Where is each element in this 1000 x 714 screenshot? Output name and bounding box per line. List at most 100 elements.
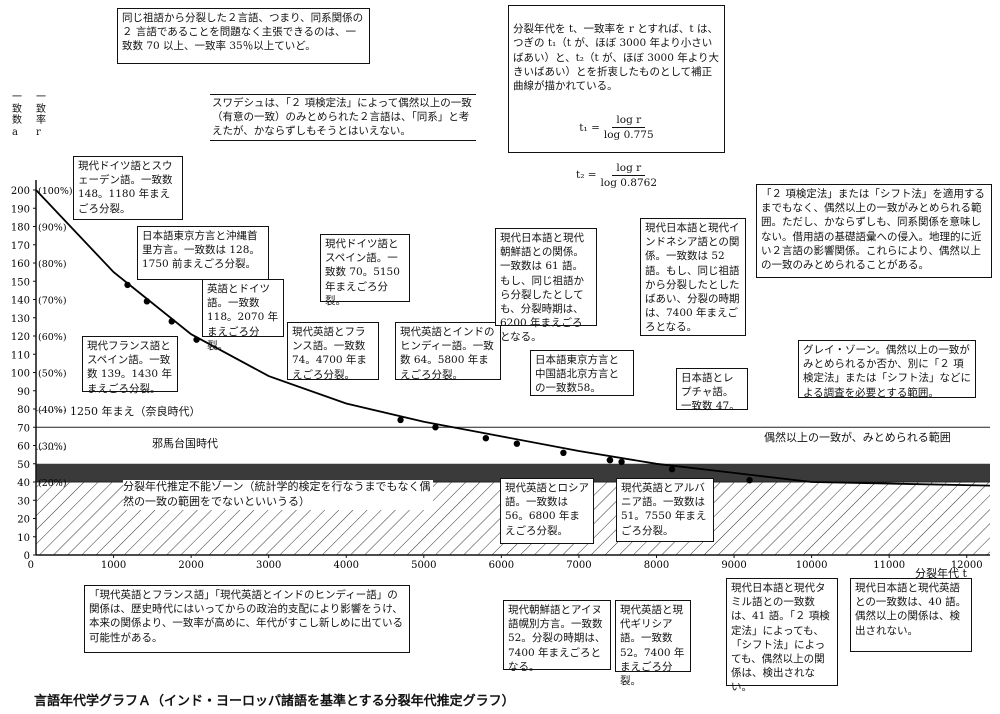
- r-tick-label: (60%): [38, 332, 67, 343]
- r-tick-label: (20%): [38, 478, 67, 489]
- note-french-spanish: 現代フランス語とスペイン語。一致数 139。1430 年まえごろ分裂。: [82, 336, 178, 395]
- y-tick-label: 80: [17, 405, 30, 416]
- r-tick-label: (70%): [38, 296, 67, 307]
- note-jp-indonesian: 現代日本語と現代インドネシア語との関係。一致数は 52 語。もし、同じ祖語から分…: [640, 218, 746, 336]
- data-point: [482, 435, 490, 442]
- x-tick-label: 7000: [566, 560, 591, 571]
- r-tick-label: (80%): [38, 259, 67, 270]
- note-tokyo-okinawa: 日本語東京方言と沖縄首里方言。一致数は 128。1750 前まえごろ分裂。: [137, 226, 269, 280]
- y-tick-label: 100: [11, 369, 30, 380]
- note-korean-ainu: 現代朝鮮語とアイヌ語幌別方言。一致数 52。分裂の時期は、7400 年まえごろと…: [503, 600, 611, 673]
- x-tick-label: 1000: [101, 560, 126, 571]
- gray-zone-band: [36, 463, 990, 482]
- formula-t1-num: log r: [612, 113, 646, 129]
- data-point: [397, 416, 404, 424]
- data-point: [124, 281, 131, 289]
- label-nara: 1250 年まえ（奈良時代）: [70, 405, 201, 418]
- y-tick-label: 120: [11, 332, 30, 343]
- data-point: [432, 424, 439, 431]
- x-tick-label: 3000: [256, 560, 281, 571]
- note-english-russian: 現代英語とロシア語。一致数は 56。6800 年まえごろ分裂。: [500, 478, 594, 544]
- y-tick-label: 110: [11, 350, 30, 361]
- note-jp-korean: 現代日本語と現代朝鮮語との関係。一致数は 61 語。もし、同じ祖語から分裂したと…: [495, 228, 597, 343]
- r-tick-label: (50%): [38, 369, 67, 380]
- note-jp-english: 現代日本語と現代英語との一致数は、40 語。偶然以上の関係は、検出されない。: [850, 578, 972, 652]
- correction-curve: [35, 189, 991, 487]
- note-swadesh: スワデシュは、「２ 項検定法」によって偶然以上の一致（有意の一致）のみとめられた…: [210, 94, 476, 141]
- y-tick-label: 190: [11, 204, 30, 215]
- note-top-left: 同じ祖語から分裂した２言語、つまり、同系関係の ２ 言語であることを問題なく主張…: [117, 8, 370, 64]
- y-tick-label: 200: [11, 186, 30, 197]
- note-jp-tamil: 現代日本語と現代タミル語との一致数は、41 語。「２ 項検定法」によっても、「シ…: [726, 578, 838, 693]
- r-tick-label: (90%): [38, 223, 67, 234]
- formula-t1: t₁ = log r log 0.775: [513, 113, 720, 142]
- note-english-greek: 現代英語と現代ギリシア語。一致数 52。7400 年まえごろ分裂。: [615, 600, 691, 687]
- y-tick-label: 40: [17, 478, 30, 489]
- x-tick-label: 8000: [644, 560, 669, 571]
- x-tick-label: 11000: [873, 560, 905, 571]
- note-english-german: 英語とドイツ語。一致数 118。2070 年まえごろ分裂。: [202, 279, 284, 352]
- y-tick-label: 20: [17, 515, 30, 526]
- x-tick-label: 2000: [178, 560, 203, 571]
- note-english-albanian: 現代英語とアルバニア語。一致数は 51。7550 年まえごろ分裂。: [616, 478, 714, 542]
- y-tick-label: 30: [17, 496, 30, 507]
- x-tick-label: 4000: [334, 560, 359, 571]
- note-english-hindi: 現代英語とインドのヒンディー語。一致数 64。5800 年まえごろ分裂。: [395, 322, 501, 381]
- data-point: [746, 476, 753, 484]
- label-impossible-zone: 分裂年代推定不能ゾーン（統計学的検定を行なうまでもなく偶然の一致の範囲をでないと…: [123, 480, 433, 510]
- data-point: [618, 458, 625, 466]
- y-tick-label: 90: [17, 387, 30, 398]
- y-tick-label: 60: [17, 442, 30, 453]
- data-point: [560, 449, 567, 456]
- r-tick-label: (40%): [38, 405, 67, 416]
- y-tick-label: 180: [11, 223, 30, 234]
- label-yamatai: 邪馬台国時代: [152, 437, 218, 450]
- data-point: [668, 466, 676, 473]
- formula-t1-lhs: t₁ =: [579, 121, 600, 134]
- note-german-spanish: 現代ドイツ語とスペイン語。一致数 70。5150 年まえごろ分裂。: [320, 234, 410, 307]
- note-tokyo-beijing: 日本語東京方言と中国語北京方言との一致数58。: [530, 350, 634, 396]
- note-bottom-left: 「現代英語とフランス語」「現代英語とインドのヒンディー語」の関係は、歴史時代には…: [84, 585, 410, 653]
- formula-t2-lhs: t₂ =: [575, 169, 597, 182]
- x-axis-title: 分裂年代 t: [915, 567, 967, 580]
- note-jp-lepcha: 日本語とレプチャ語。一致数 47。: [676, 368, 748, 412]
- y-tick-label: 140: [11, 296, 30, 307]
- x-tick-label: 5000: [411, 560, 436, 571]
- y-tick-label: 0: [24, 551, 30, 562]
- y-tick-label: 130: [11, 314, 30, 325]
- note-gray-zone: グレイ・ゾーン。偶然以上の一致がみとめられるか否か、別に「２ 項検定法」または「…: [798, 340, 976, 399]
- x-tick-label: 12000: [951, 560, 983, 571]
- formula-t2: t₂ = log r log 0.8762: [513, 161, 720, 190]
- y-tick-label: 70: [17, 423, 30, 434]
- data-point: [193, 336, 200, 343]
- r-tick-label: (100%): [38, 186, 73, 197]
- y-tick-label: 160: [11, 259, 30, 270]
- chart-caption: 言語年代学グラフＡ（インド・ヨーロッパ諸語を基準とする分裂年代推定グラフ）: [34, 694, 515, 709]
- y-axis-title-left: 一致数 a: [12, 92, 22, 138]
- data-point: [606, 456, 614, 464]
- x-tick-label: 10000: [796, 560, 828, 571]
- formula-t1-den: log 0.775: [603, 129, 654, 142]
- r-tick-label: (30%): [38, 442, 67, 453]
- x-tick-label: 6000: [489, 560, 514, 571]
- y-tick-label: 50: [17, 460, 30, 471]
- y-axis-title-right: 一致率 r: [36, 92, 46, 138]
- label-zone-above: 偶然以上の一致が、みとめられる範囲: [764, 431, 951, 446]
- x-tick-label: 9000: [721, 560, 746, 571]
- data-point: [513, 440, 521, 447]
- note-top-right-text: 分裂年代を t、一致率を r とすれば、t は、つぎの t₁（t が、ほぼ 30…: [513, 23, 720, 92]
- formula-t1-fraction: log r log 0.775: [604, 113, 654, 142]
- note-english-french: 現代英語とフランス語。一致数 74。4700 年まえごろ分裂。: [287, 322, 379, 381]
- note-two-test: 「２ 項検定法」または「シフト法」を適用するまでもなく、偶然以上の一致がみとめら…: [756, 184, 992, 278]
- note-german-swedish: 現代ドイツ語とスウェーデン語。一致数 148。1180 年まえごろ分裂。: [73, 156, 183, 220]
- formula-t2-den: log 0.8762: [600, 176, 658, 189]
- formula-t2-num: log r: [612, 161, 646, 176]
- data-point: [143, 298, 151, 305]
- x-origin-label: 0: [28, 560, 34, 571]
- formula-t2-fraction: log r log 0.8762: [601, 161, 657, 190]
- y-tick-label: 10: [17, 533, 30, 544]
- y-tick-label: 170: [11, 241, 30, 252]
- y-tick-label: 150: [11, 277, 30, 288]
- note-top-right: 分裂年代を t、一致率を r とすれば、t は、つぎの t₁（t が、ほぼ 30…: [508, 5, 725, 189]
- data-point: [168, 318, 175, 325]
